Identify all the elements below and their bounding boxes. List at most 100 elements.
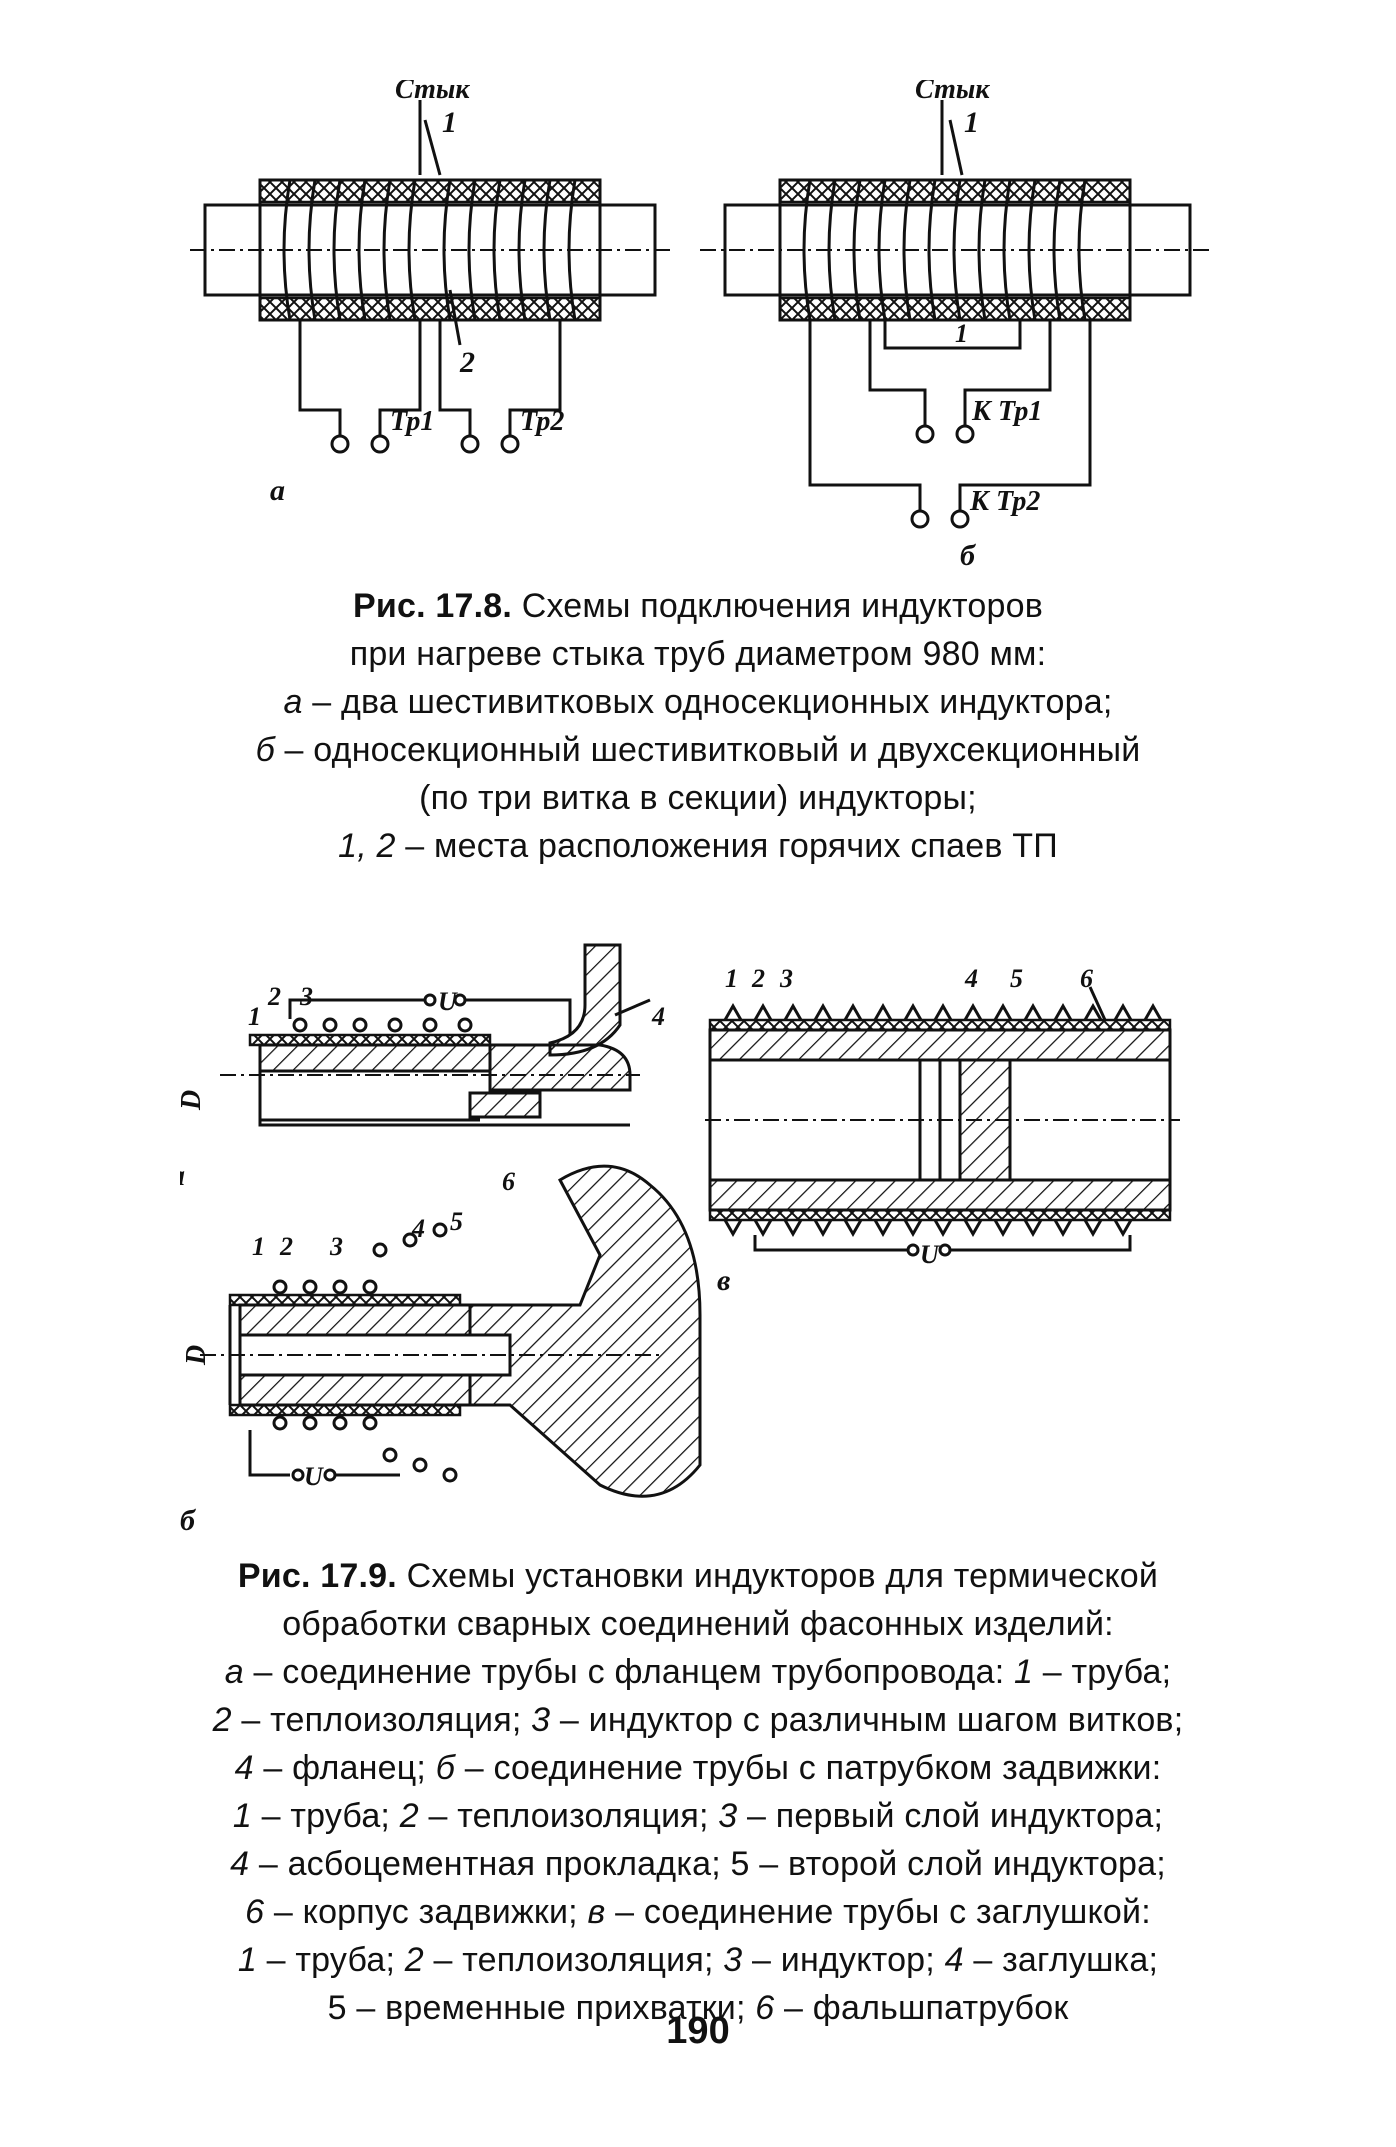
fig179b-n2: 2 (279, 1232, 293, 1261)
figure-17-8-caption: Рис. 17.8. Схемы подключения индукторов … (0, 582, 1396, 870)
fig178a-tr2: Тр2 (520, 406, 564, 437)
fig178-legend-key-1: б (255, 731, 275, 769)
fig179-cap-text: – фальшпатрубок (774, 1989, 1069, 2027)
fig179-cap-key: 4 (234, 1749, 254, 1787)
fig179-caption-line-0: Схемы установки индукторов для термическ… (406, 1557, 1159, 1595)
fig179b-n3: 3 (329, 1232, 343, 1261)
fig179-cap-text: – соединение трубы с заглушкой: (605, 1893, 1151, 1931)
fig179-cap-key: 2 (404, 1941, 424, 1979)
fig178-panel-b: Стык 1 1 К Тр1 К Тр2 б (700, 80, 1210, 572)
figure-17-8-drawing: Стык 1 2 Тр1 Тр2 а (180, 80, 1220, 580)
fig178-caption-line-2: при нагреве стыка труб диаметром 980 мм: (349, 635, 1047, 673)
fig178a-num2: 2 (459, 346, 475, 379)
fig178b-panel-label: б (960, 539, 976, 572)
fig179-cap-key: 3 (531, 1701, 551, 1739)
fig179c-n2: 2 (751, 964, 765, 993)
fig179-cap-key: 2 (399, 1797, 419, 1835)
fig179b-coils (272, 1222, 458, 1483)
fig179-cap-key: 1 (1014, 1653, 1034, 1691)
fig179a-u: U (438, 987, 458, 1016)
fig178-legend-text-1: – односекционный шестивитковый и двухсек… (274, 731, 1141, 769)
fig178-legend-text-2: (по три витка в секции) индукторы; (419, 779, 977, 817)
fig178a-num1: 1 (442, 106, 457, 139)
fig178-legend-key-3: 1, 2 (338, 827, 396, 865)
fig179-cap-text: – корпус задвижки; (264, 1893, 588, 1931)
fig179a-n4: 4 (651, 1002, 665, 1031)
fig179b-d: D (181, 1345, 212, 1366)
fig178a-tr1: Тр1 (390, 406, 434, 437)
fig179a-n3: 3 (299, 982, 313, 1011)
fig178-caption-line-1: Схемы подключения индукторов (521, 587, 1043, 625)
fig179-panel-a: U 1 2 3 4 D а (180, 943, 665, 1192)
fig179-cap-key: в (587, 1893, 606, 1931)
fig179-cap-key: 3 (718, 1797, 738, 1835)
fig179c-n4: 4 (964, 964, 978, 993)
fig178b-ktr2: К Тр2 (969, 486, 1040, 517)
fig179-cap-text: – труба; (1033, 1653, 1172, 1691)
fig179a-coils (292, 1017, 473, 1033)
fig179-cap-key: 6 (245, 1893, 265, 1931)
fig179b-u: U (304, 1462, 324, 1491)
fig179-cap-text: – асбоцементная прокладка; 5 – второй сл… (249, 1845, 1166, 1883)
fig179-cap-key: 3 (723, 1941, 743, 1979)
fig178a-joint-label: Стык (395, 80, 470, 105)
fig178b-coils (802, 179, 1087, 321)
fig179-cap-key: 1 (232, 1797, 252, 1835)
fig179c-n6: 6 (1080, 964, 1093, 993)
fig179-cap-text: – соединение трубы с патрубком задвижки: (455, 1749, 1162, 1787)
fig179-cap-key: 1 (237, 1941, 257, 1979)
fig179-cap-key: 4 (944, 1941, 964, 1979)
fig179-cap-text: – соединение трубы с фланцем трубопровод… (243, 1653, 1014, 1691)
fig179-cap-text: – первый слой индуктора; (737, 1797, 1164, 1835)
fig179c-u: U (920, 1240, 940, 1269)
fig179b-n4: 4 (411, 1214, 425, 1243)
fig179-cap-text: – заглушка; (963, 1941, 1159, 1979)
fig179-cap-key: б (435, 1749, 456, 1787)
fig179-cap-text: – индуктор с различным шагом витков; (550, 1701, 1184, 1739)
fig179b-n1: 1 (252, 1232, 265, 1261)
fig179a-d: D (180, 1090, 207, 1111)
figure-17-9-drawing: U 1 2 3 4 D а U (180, 925, 1230, 1545)
fig178a-coils (282, 179, 577, 321)
fig179a-n1: 1 (248, 1002, 261, 1031)
fig178b-joint-label: Стык (915, 80, 990, 105)
fig179-cap-text: – фланец; (253, 1749, 436, 1787)
fig179c-n5: 5 (1010, 964, 1023, 993)
figure-17-9-caption: Рис. 17.9. Схемы установки индукторов дл… (0, 1552, 1396, 2032)
fig179-cap-text: – теплоизоляция; (423, 1941, 724, 1979)
fig179c-coils-bottom (723, 1219, 1133, 1238)
fig179-cap-text: – теплоизоляция; (231, 1701, 532, 1739)
fig178b-ktr1: К Тр1 (971, 396, 1042, 427)
fig178-legend-key-0: а (283, 683, 303, 721)
fig179b-panel-label: б (180, 1504, 196, 1537)
fig178b-num1: 1 (964, 106, 979, 139)
page-number: 190 (666, 2010, 730, 2052)
fig178-panel-a: Стык 1 2 Тр1 Тр2 а (190, 80, 670, 507)
fig178-legend-text-0: – два шестивитковых односекционных индук… (302, 683, 1113, 721)
fig179-cap-key: 4 (230, 1845, 250, 1883)
fig179a-panel-label: а (180, 1159, 185, 1192)
fig179-cap-key: 6 (755, 1989, 775, 2027)
fig178b-num2: 1 (955, 319, 968, 348)
fig179c-panel-label: в (717, 1264, 730, 1297)
fig179-cap-text: – теплоизоляция; (418, 1797, 719, 1835)
fig179-cap-text: – индуктор; (742, 1941, 945, 1979)
fig179-caption-title: Рис. 17.9. (237, 1557, 397, 1595)
fig178-legend-text-3: – места расположения горячих спаев ТП (395, 827, 1058, 865)
fig178a-panel-label: а (270, 474, 285, 507)
fig179-cap-text: – труба; (251, 1797, 400, 1835)
fig179c-n3: 3 (779, 964, 793, 993)
fig179-panel-c: U 1 2 3 4 5 6 в (705, 964, 1180, 1297)
fig179a-n2: 2 (267, 982, 281, 1011)
fig179-cap-key: 2 (212, 1701, 232, 1739)
fig179c-coils-top (723, 1002, 1163, 1021)
fig179-cap-text: – труба; (256, 1941, 405, 1979)
fig179-panel-b: U 1 2 3 4 5 6 D б (180, 1164, 702, 1537)
fig179c-n1: 1 (725, 964, 738, 993)
fig179-caption-line-1: обработки сварных соединений фасонных из… (282, 1605, 1114, 1643)
fig179-cap-key: а (224, 1653, 244, 1691)
fig179b-n6: 6 (502, 1167, 515, 1196)
fig179b-n5: 5 (450, 1207, 463, 1236)
fig178-caption-title: Рис. 17.8. (353, 587, 513, 625)
fig179-cap-text: 5 – временные прихватки; (327, 1989, 756, 2027)
